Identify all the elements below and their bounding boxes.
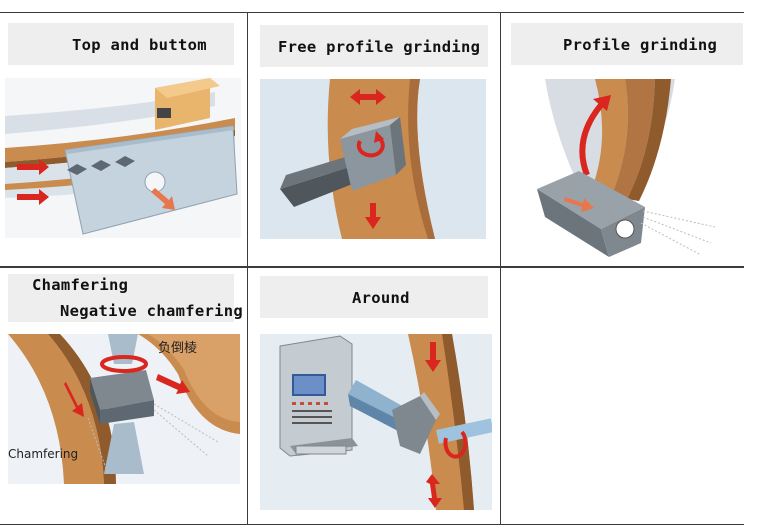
grid-line-bottom — [0, 524, 744, 525]
grid-line-v2 — [500, 12, 501, 525]
panel-free-profile: Free profile grinding — [248, 13, 500, 266]
chamfer-label-cn: 负倒棱 — [158, 340, 197, 356]
panel-top-bottom: Top and buttom — [0, 13, 247, 266]
grid-line-v1 — [247, 12, 248, 525]
free-profile-illustration — [260, 79, 486, 239]
around-illustration — [260, 334, 492, 510]
panel-title: Chamfering — [32, 276, 129, 294]
panel-title-bar — [8, 274, 234, 322]
panel-title: Profile grinding — [563, 36, 718, 54]
panel-title: Free profile grinding — [278, 38, 481, 56]
panel-title-bar — [260, 25, 488, 67]
profile-illustration — [537, 79, 716, 257]
panel-subtitle: Negative chamfering — [60, 302, 244, 320]
grid-line-top — [0, 12, 744, 13]
panel-profile: Profile grinding — [501, 13, 744, 266]
panel-title: Top and buttom — [72, 36, 207, 54]
grid-line-middle — [0, 266, 744, 268]
top-bottom-illustration — [5, 78, 241, 238]
chamfer-label-side: Chamfering — [8, 447, 78, 461]
panel-title: Around — [352, 289, 410, 307]
panel-around: Around — [248, 268, 500, 524]
chamfer-illustration: 负倒棱 Chamfering — [8, 334, 240, 484]
panel-title-bar — [511, 23, 743, 65]
panel-title-bar — [260, 276, 488, 318]
panel-chamfer: Chamfering Negative chamfering 负倒棱 Chamf… — [0, 268, 247, 524]
panel-title-bar — [8, 23, 234, 65]
